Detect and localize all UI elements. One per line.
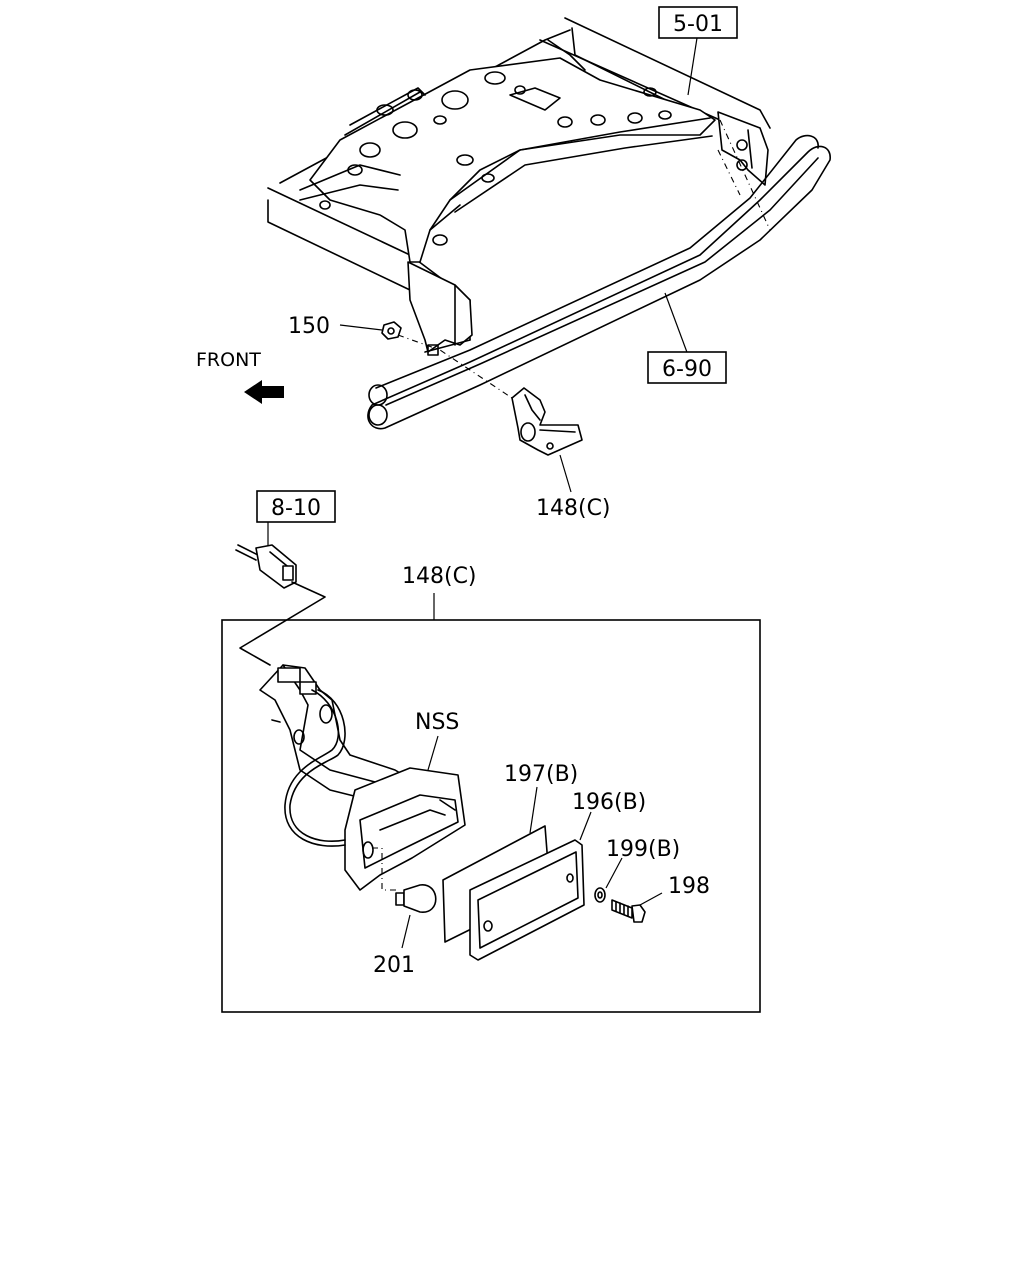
svg-text:5-01: 5-01 — [673, 12, 723, 37]
label-150: 150 — [288, 314, 330, 339]
wire-connector — [235, 544, 297, 589]
label-198: 198 — [668, 874, 710, 899]
screw-198 — [611, 899, 646, 923]
detail-frame — [221, 619, 761, 1013]
ref-box-6-90[interactable]: 6-90 — [647, 351, 727, 384]
front-arrow-icon — [244, 380, 284, 404]
chassis-frame — [267, 17, 771, 353]
label-148c-detail: 148(C) — [402, 564, 477, 589]
lens-196b — [469, 839, 585, 961]
label-197b: 197(B) — [504, 762, 578, 787]
label-199b: 199(B) — [606, 837, 680, 862]
svg-text:8-10: 8-10 — [271, 496, 321, 521]
lamp-body — [344, 767, 466, 891]
front-label: FRONT — [196, 349, 261, 371]
bulb-201 — [395, 884, 437, 913]
ref-box-8-10[interactable]: 8-10 — [256, 490, 336, 523]
svg-text:6-90: 6-90 — [662, 357, 712, 382]
ref-box-5-01[interactable]: 5-01 — [658, 6, 738, 39]
washer-199b — [594, 887, 606, 903]
nut-150 — [381, 321, 402, 340]
label-nss: NSS — [415, 710, 459, 735]
bumper-tubes — [367, 134, 831, 430]
label-201: 201 — [373, 953, 415, 978]
marker-lamp-small — [511, 387, 583, 456]
label-148c-top: 148(C) — [536, 496, 611, 521]
label-196b: 196(B) — [572, 790, 646, 815]
